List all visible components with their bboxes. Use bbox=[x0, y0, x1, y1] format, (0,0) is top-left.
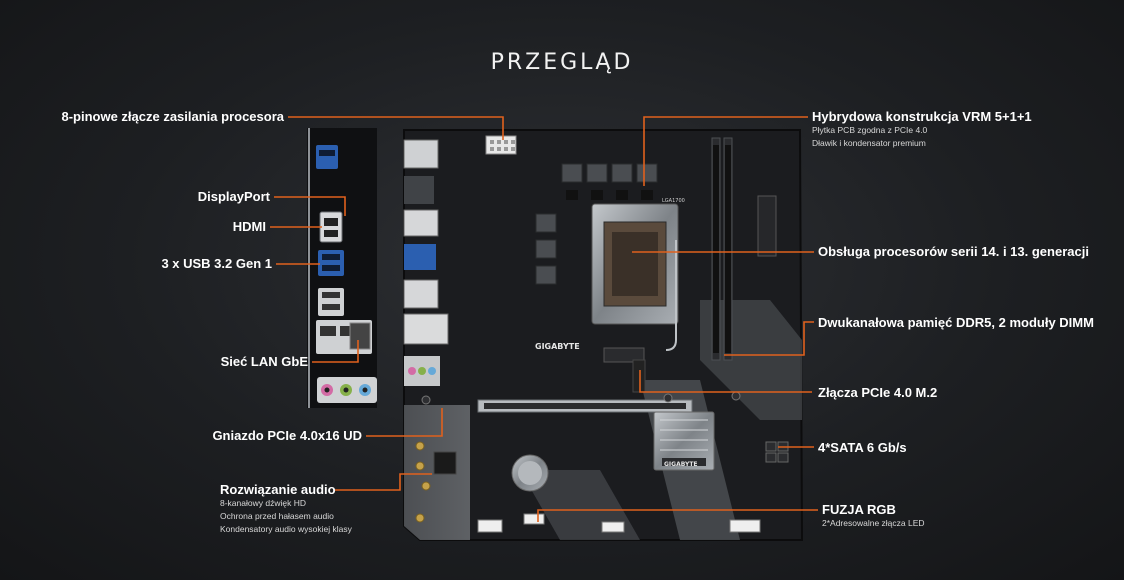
pcie-x16-slot bbox=[477, 399, 693, 413]
dimm-slots bbox=[711, 137, 733, 361]
label-sata: 4*SATA 6 Gb/s bbox=[818, 440, 907, 455]
label-lan: Sieć LAN GbE bbox=[220, 354, 308, 369]
label-hdmi: HDMI bbox=[232, 219, 266, 234]
label-vrm: Hybrydowa konstrukcja VRM 5+1+1 bbox=[812, 109, 1032, 124]
audio-detail-2: Ochrona przed hałasem audio bbox=[220, 511, 334, 521]
displayport-hdmi-ports bbox=[319, 211, 343, 243]
label-memory: Dwukanałowa pamięć DDR5, 2 moduły DIMM bbox=[818, 315, 1094, 330]
motherboard: GIGABYTE GIGABYTE LGA1700 bbox=[403, 129, 804, 541]
m2-slot bbox=[603, 347, 645, 363]
label-cpu-support: Obsługa procesorów serii 14. i 13. gener… bbox=[818, 244, 1089, 259]
audio-codec bbox=[433, 451, 457, 475]
vrm-detail-2: Dławik i kondensator premium bbox=[812, 138, 926, 148]
usb-port-top bbox=[316, 145, 338, 169]
label-pcie-slot: Gniazdo PCIe 4.0x16 UD bbox=[212, 428, 362, 443]
board-brand-logo: GIGABYTE bbox=[535, 342, 580, 351]
callout-lines bbox=[270, 116, 818, 522]
audio-detail-1: 8-kanałowy dźwięk HD bbox=[220, 498, 306, 508]
vrm-details: Płytka PCB zgodna z PCIe 4.0 Dławik i ko… bbox=[812, 124, 927, 150]
label-usb: 3 x USB 3.2 Gen 1 bbox=[161, 256, 272, 271]
audio-details: 8-kanałowy dźwięk HD Ochrona przed hałas… bbox=[220, 497, 352, 536]
vrm-detail-1: Płytka PCB zgodna z PCIe 4.0 bbox=[812, 125, 928, 135]
label-rgb: FUZJA RGB bbox=[822, 502, 896, 517]
label-audio: Rozwiązanie audio bbox=[220, 482, 336, 497]
label-m2: Złącza PCIe 4.0 M.2 bbox=[818, 385, 938, 400]
socket-label: LGA1700 bbox=[662, 198, 685, 204]
rgb-detail-1: 2*Adresowalne złącza LED bbox=[822, 518, 925, 528]
usb-ports-blue bbox=[318, 250, 344, 276]
cpu-socket bbox=[591, 203, 679, 351]
io-panel bbox=[307, 128, 377, 408]
audio-capacitors bbox=[415, 441, 431, 523]
chipset-heatsink bbox=[653, 411, 715, 471]
bottom-headers bbox=[477, 513, 761, 533]
rgb-details: 2*Adresowalne złącza LED bbox=[822, 517, 925, 530]
audio-detail-3: Kondensatory audio wysokiej klasy bbox=[220, 524, 352, 534]
vrm-chokes bbox=[535, 163, 658, 285]
cpu-power-connector bbox=[485, 135, 517, 155]
label-displayport: DisplayPort bbox=[197, 189, 270, 204]
label-cpu-power: 8-pinowe złącze zasilania procesora bbox=[61, 109, 284, 124]
page-title: PRZEGLĄD bbox=[490, 50, 634, 75]
chipset-brand-logo: GIGABYTE bbox=[664, 461, 698, 468]
